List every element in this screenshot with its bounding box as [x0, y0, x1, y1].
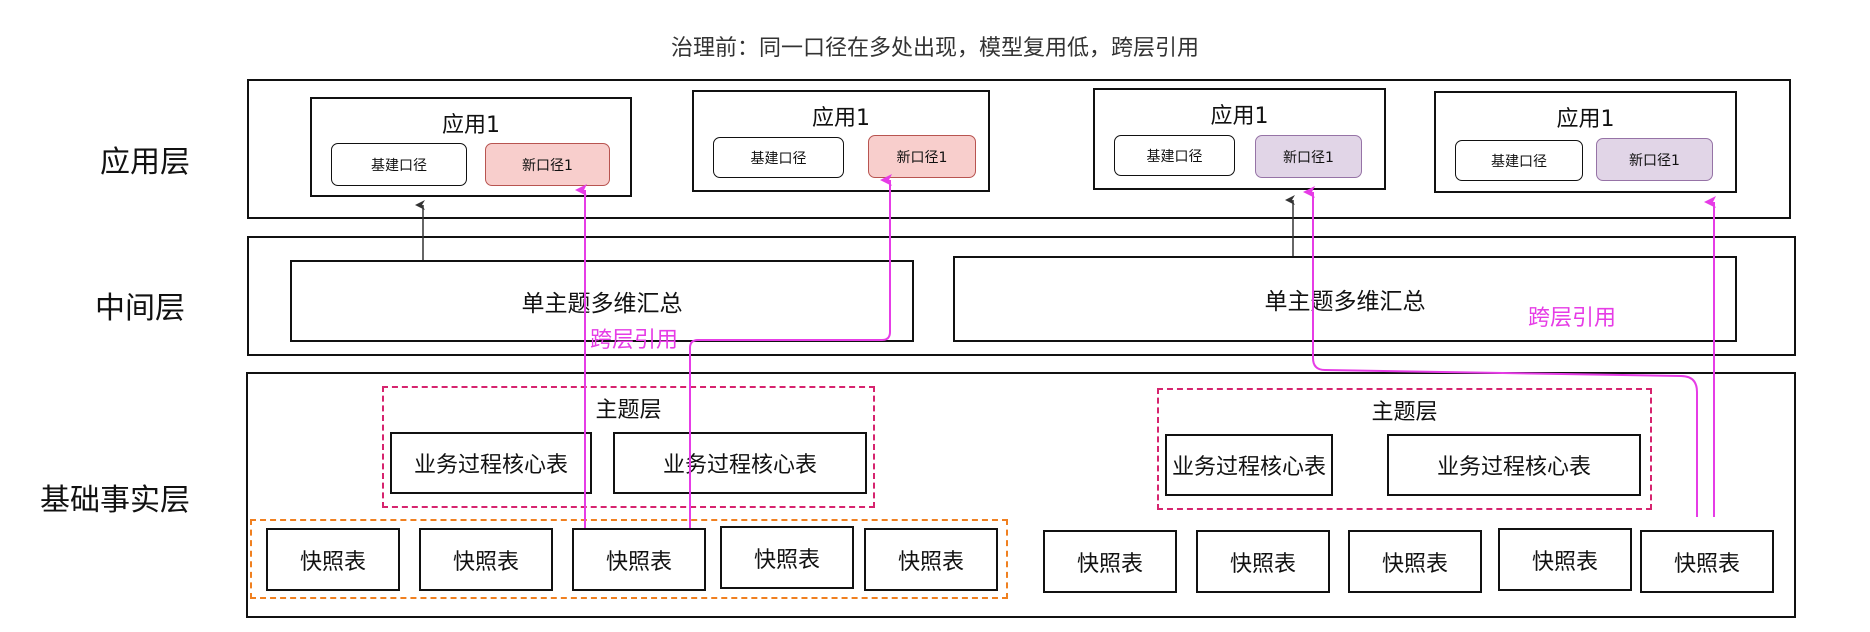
snapshot-table: 快照表 — [1196, 530, 1330, 593]
app-box-4: 应用1 基建口径 新口径1 — [1434, 91, 1737, 193]
snapshot-table: 快照表 — [1043, 530, 1177, 593]
new-metric-box: 新口径1 — [485, 143, 610, 186]
topic-layer-label: 主题层 — [595, 398, 662, 423]
app-title: 应用1 — [812, 106, 870, 131]
layer-label-middle: 中间层 — [95, 291, 185, 326]
new-metric-box: 新口径1 — [1255, 135, 1362, 178]
snapshot-table: 快照表 — [1498, 528, 1632, 591]
core-table-3: 业务过程核心表 — [1165, 434, 1333, 496]
app-title: 应用1 — [1210, 104, 1269, 129]
cross-layer-label-1: 跨层引用 — [590, 328, 679, 353]
base-metric-box: 基建口径 — [1455, 140, 1583, 181]
core-table-1: 业务过程核心表 — [390, 432, 592, 494]
snapshot-table: 快照表 — [266, 528, 400, 591]
core-table-2: 业务过程核心表 — [613, 432, 867, 494]
base-metric-box: 基建口径 — [713, 137, 844, 178]
app-box-2: 应用1 基建口径 新口径1 — [692, 90, 990, 192]
snapshot-table: 快照表 — [720, 526, 854, 589]
snapshot-table: 快照表 — [1640, 530, 1774, 593]
snapshot-table: 快照表 — [1348, 530, 1482, 593]
new-metric-box: 新口径1 — [1596, 138, 1713, 181]
core-table-4: 业务过程核心表 — [1387, 434, 1641, 496]
snapshot-table: 快照表 — [864, 528, 998, 591]
app-box-1: 应用1 基建口径 新口径1 — [310, 97, 632, 197]
app-title: 应用1 — [442, 113, 500, 138]
cross-layer-arrow-3 — [1303, 186, 1698, 517]
summary-box-1: 单主题多维汇总 — [290, 260, 914, 342]
diagram-title: 治理前：同一口径在多处出现，模型复用低，跨层引用 — [670, 36, 1199, 61]
base-metric-box: 基建口径 — [1114, 135, 1235, 176]
cross-layer-label-2: 跨层引用 — [1528, 306, 1617, 331]
base-metric-box: 基建口径 — [331, 143, 467, 186]
snapshot-table: 快照表 — [572, 528, 706, 591]
new-metric-box: 新口径1 — [868, 135, 976, 178]
snapshot-group-left — [250, 519, 1008, 599]
summary-box-2: 单主题多维汇总 — [953, 256, 1737, 342]
topic-group-2: 主题层 — [1157, 388, 1652, 510]
layer-label-base: 基础事实层 — [40, 483, 190, 518]
topic-group-1: 主题层 — [382, 386, 875, 508]
layer-label-app: 应用层 — [100, 145, 190, 180]
cross-layer-arrow-2 — [689, 174, 892, 528]
snapshot-table: 快照表 — [419, 528, 553, 591]
app-title: 应用1 — [1556, 107, 1615, 132]
topic-layer-label: 主题层 — [1371, 400, 1438, 425]
app-box-3: 应用1 基建口径 新口径1 — [1093, 88, 1386, 190]
